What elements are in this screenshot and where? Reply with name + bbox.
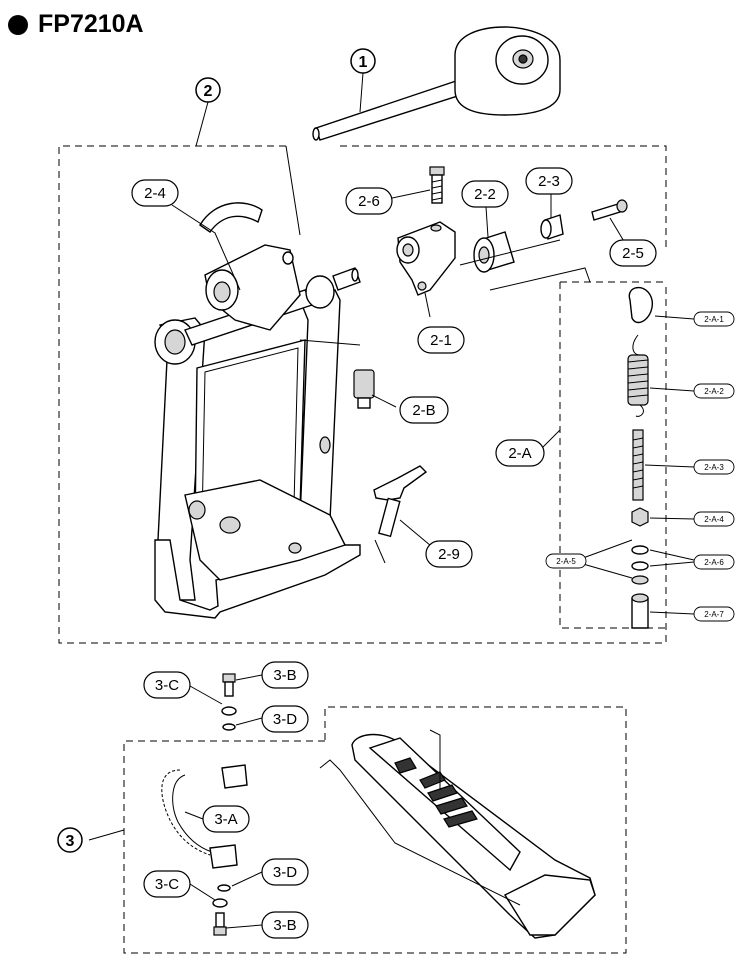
svg-text:1: 1 [359, 54, 368, 71]
svg-text:2-A-4: 2-A-4 [704, 515, 724, 524]
svg-text:2-A-6: 2-A-6 [704, 558, 724, 567]
callout-2: 2 [195, 77, 221, 103]
svg-text:2-3: 2-3 [538, 173, 560, 190]
svg-text:2-A-3: 2-A-3 [704, 463, 724, 472]
svg-text:2-A-5: 2-A-5 [556, 557, 576, 566]
svg-text:2-1: 2-1 [430, 332, 452, 349]
callout-2-A-1: 2-A-1 [693, 311, 735, 327]
svg-text:2-A: 2-A [508, 445, 531, 462]
callout-3-C-top: 3-C [143, 671, 191, 699]
part-2-9-wingbolt [373, 465, 428, 538]
callout-2-2: 2-2 [461, 180, 509, 208]
part-2-5-bolt [591, 199, 628, 221]
callout-2-4: 2-4 [131, 179, 179, 207]
group-2-box-top [340, 145, 667, 250]
part-3-A-chain [161, 764, 248, 869]
callout-2-1: 2-1 [417, 326, 465, 354]
model-name: FP7210A [38, 10, 144, 38]
part-2-6-bolt [429, 166, 445, 204]
page-title: FP7210A [8, 10, 144, 39]
svg-text:3-B: 3-B [273, 667, 296, 684]
callout-2-A-5: 2-A-5 [545, 553, 587, 569]
part-2-A-1-clip [628, 286, 653, 324]
group-2A-box [559, 281, 666, 629]
callout-2-A-2: 2-A-2 [693, 383, 735, 399]
part-2-1-hub [396, 221, 456, 296]
callout-3: 3 [57, 827, 83, 853]
callout-2-6: 2-6 [345, 187, 393, 215]
part-2-A-2-spring [627, 334, 649, 417]
svg-text:2-9: 2-9 [438, 546, 460, 563]
svg-text:2-5: 2-5 [622, 245, 644, 262]
bullet-icon [8, 14, 28, 35]
callout-2-3: 2-3 [525, 167, 573, 195]
part-2-4-cap [199, 202, 263, 233]
callout-2-A-7: 2-A-7 [693, 606, 735, 622]
callout-2-A-4: 2-A-4 [693, 511, 735, 527]
footboard-part [319, 729, 596, 939]
group-2-box [58, 145, 667, 644]
svg-text:3-D: 3-D [273, 711, 297, 728]
callout-2-B: 2-B [399, 396, 449, 424]
callout-2-A-3: 2-A-3 [693, 459, 735, 475]
svg-text:3-C: 3-C [155, 677, 179, 694]
part-3-C-top-washer [221, 706, 237, 716]
callout-2-A-6: 2-A-6 [693, 554, 735, 570]
callout-3-A: 3-A [202, 805, 250, 833]
svg-text:2-4: 2-4 [144, 185, 166, 202]
svg-text:3-A: 3-A [214, 811, 237, 828]
part-2-A-4-nut [631, 507, 649, 527]
svg-text:2-A-7: 2-A-7 [704, 610, 724, 619]
callout-2-5: 2-5 [609, 239, 657, 267]
svg-text:2: 2 [204, 83, 213, 100]
part-2-3-spacer [540, 214, 564, 240]
pedal-frame [154, 244, 361, 619]
svg-text:2-B: 2-B [412, 402, 435, 419]
callout-3-D-top: 3-D [261, 705, 309, 733]
svg-text:3: 3 [66, 833, 75, 850]
svg-text:3-B: 3-B [273, 917, 296, 934]
callout-3-D-bottom: 3-D [261, 858, 309, 886]
part-2-A-7-nut [631, 593, 649, 629]
svg-text:2-A-2: 2-A-2 [704, 387, 724, 396]
callout-2-A: 2-A [495, 439, 545, 467]
part-3-D-top-washer [222, 723, 236, 731]
callout-3-B-top: 3-B [261, 661, 309, 689]
svg-text:2-2: 2-2 [474, 186, 496, 203]
part-3-B-top-bolt [222, 673, 236, 697]
svg-text:2-6: 2-6 [358, 193, 380, 210]
svg-text:3-C: 3-C [155, 876, 179, 893]
part-2-2-bushing [473, 231, 515, 273]
callout-1: 1 [350, 48, 376, 74]
svg-text:2-A-1: 2-A-1 [704, 315, 724, 324]
part-3-C-bottom-washer [212, 898, 228, 908]
leader-lines [88, 72, 695, 929]
callout-3-C-bottom: 3-C [143, 870, 191, 898]
callout-2-9: 2-9 [425, 540, 473, 568]
beater-part [312, 26, 561, 141]
callout-3-B-bottom: 3-B [261, 911, 309, 939]
part-2-B-cylinder [353, 369, 375, 409]
part-3-D-bottom-washer [217, 884, 231, 892]
part-2-A-3-rod [632, 429, 644, 501]
part-2-A-6-washers [631, 545, 649, 585]
part-3-B-bottom-bolt [213, 912, 227, 936]
svg-text:3-D: 3-D [273, 864, 297, 881]
group-3-box [123, 706, 627, 954]
